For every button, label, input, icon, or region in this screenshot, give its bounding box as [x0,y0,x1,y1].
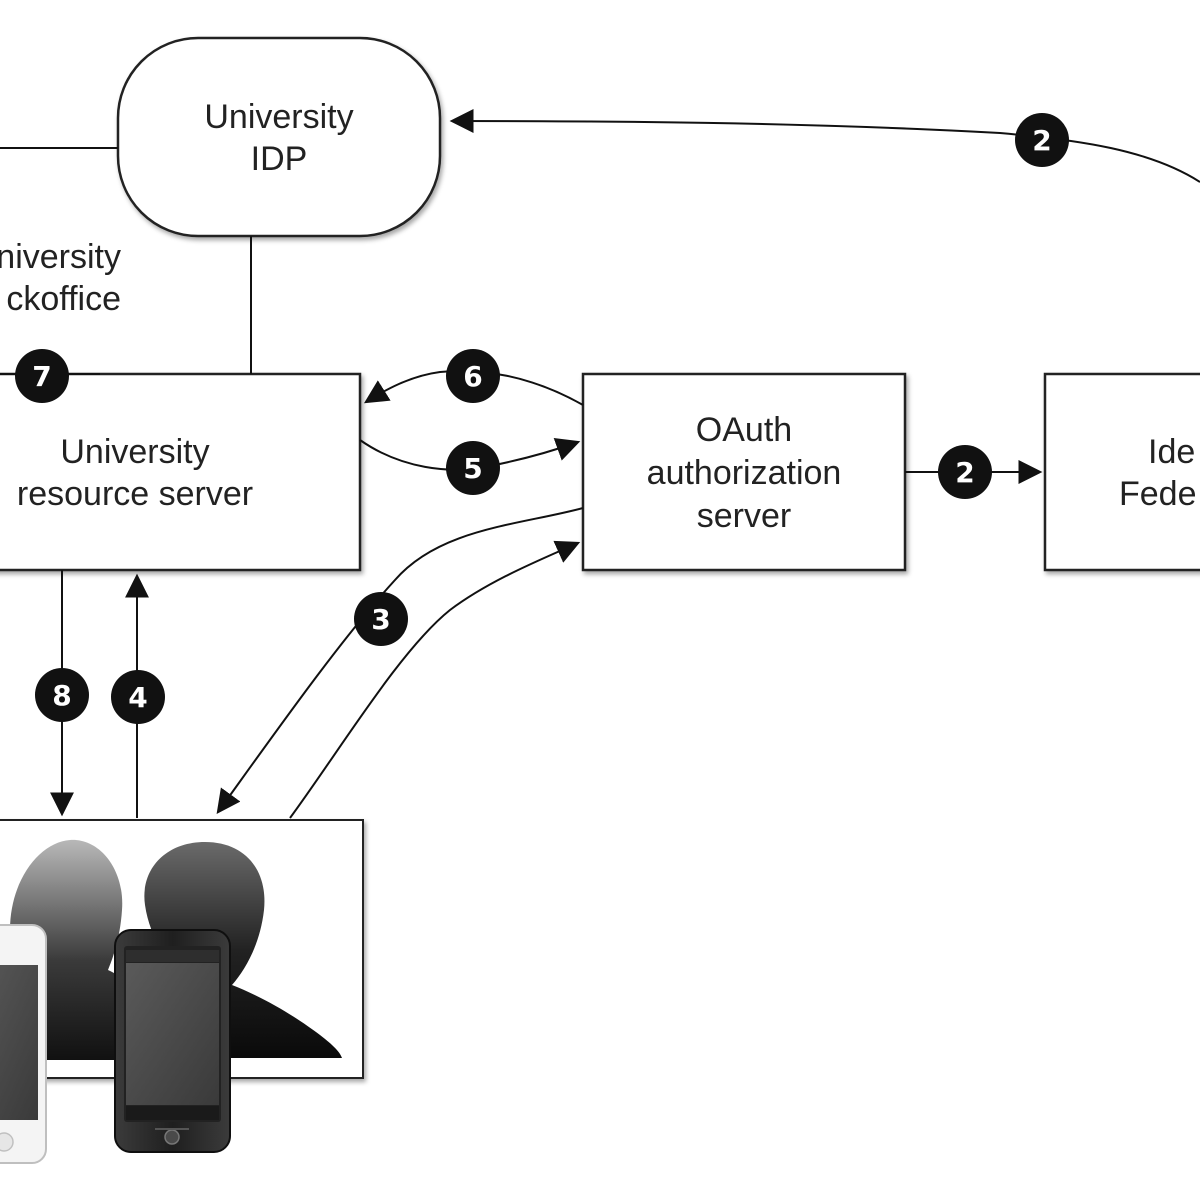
step-badge-7-label: 7 [32,360,51,393]
step-badge-5: 5 [446,441,500,495]
step-badge-2-top: 2 [1015,113,1069,167]
step-badge-6-label: 6 [463,360,482,393]
step-badge-5-label: 5 [463,452,482,485]
step-badge-3-label: 3 [371,603,390,636]
resource-server-label-line-2: resource server [17,475,253,513]
oauth-server-label-line-1: OAuth [696,411,792,449]
smartphone-icon [0,924,47,1164]
identity-federation-label-line-2: Fede [1119,475,1197,513]
resource-server-label-line-1: University [60,433,209,471]
university-idp-label-line-2: IDP [251,140,308,178]
android-phone-icon [114,929,231,1153]
university-backoffice-label-line-1: niversity [0,238,121,276]
oauth-server-node: OAuth authorization server [581,372,907,572]
university-backoffice-node: niversity ckoffice [0,238,121,318]
oauth-to-client-arrow [216,507,584,814]
resource-server-node: University resource server [0,372,362,572]
step-badge-8-label: 8 [52,679,71,712]
users-devices-node [0,819,364,1164]
step-badge-7: 7 [15,349,69,403]
step-badge-4: 4 [111,670,165,724]
step-badge-2-right-label: 2 [955,456,974,489]
identity-federation-label-line-1: Ide [1148,433,1195,471]
oauth-server-label-line-2: authorization [647,454,842,492]
step-badge-2-right: 2 [938,445,992,499]
oauth-to-resource-arrow [363,369,584,406]
university-idp-label-line-1: University [204,98,353,136]
step-badge-6: 6 [446,349,500,403]
identity-federation-node: Ide Fede [1043,372,1200,572]
university-idp-node: University IDP [116,36,442,238]
oauth-server-label-line-3: server [697,497,791,535]
federation-to-idp-arrow [449,109,1200,183]
university-backoffice-label-line-2: ckoffice [6,280,121,318]
client-to-oauth-arrow [289,540,581,819]
step-badge-8: 8 [35,668,89,722]
step-badge-2-top-label: 2 [1032,124,1051,157]
step-badge-3: 3 [354,592,408,646]
step-badge-4-label: 4 [128,681,147,714]
